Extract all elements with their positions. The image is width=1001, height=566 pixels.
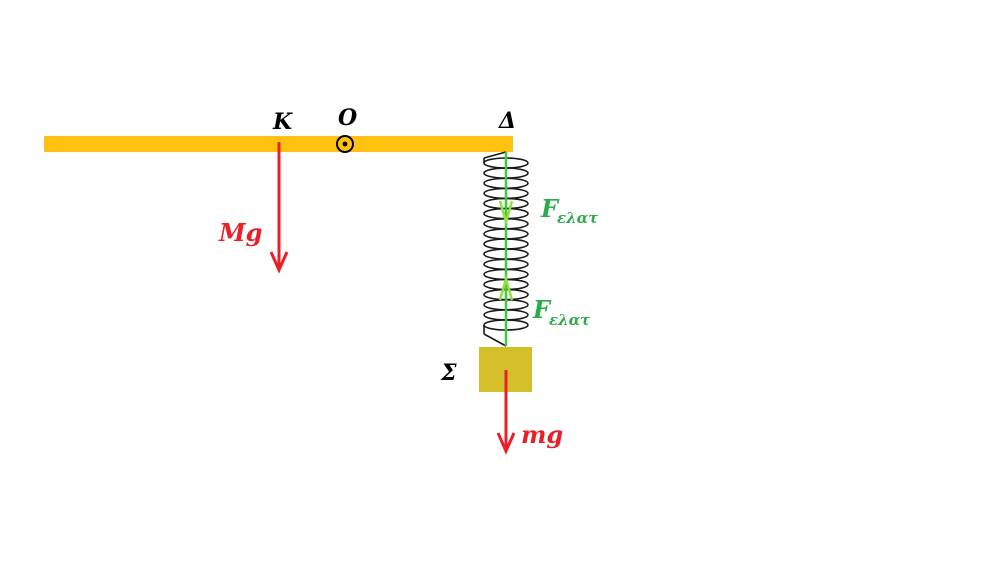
spring-force-subscript-upper: ελατ <box>557 209 599 227</box>
spring-force-arrow-up <box>498 274 514 301</box>
spring-force-subscript-lower: ελατ <box>549 311 591 329</box>
label-sigma: Σ <box>440 360 457 386</box>
spring-force-symbol-lower: F <box>532 295 552 324</box>
pivot-icon <box>336 135 354 153</box>
label-o: O <box>338 105 357 131</box>
label-mg-block: mg <box>521 420 563 449</box>
weight-arrow-block <box>496 370 516 455</box>
label-spring-force-lower: F ελατ <box>532 295 591 329</box>
spring-force-arrow-down <box>498 200 514 227</box>
label-k: K <box>272 109 293 135</box>
spring-force-symbol-upper: F <box>540 194 560 223</box>
label-mg-rod: Mg <box>218 218 262 247</box>
label-spring-force-upper: F ελατ <box>540 194 599 227</box>
weight-arrow-rod <box>269 142 289 274</box>
label-delta: Δ <box>498 108 516 134</box>
spring-end <box>483 333 507 347</box>
spring-end <box>483 151 507 159</box>
